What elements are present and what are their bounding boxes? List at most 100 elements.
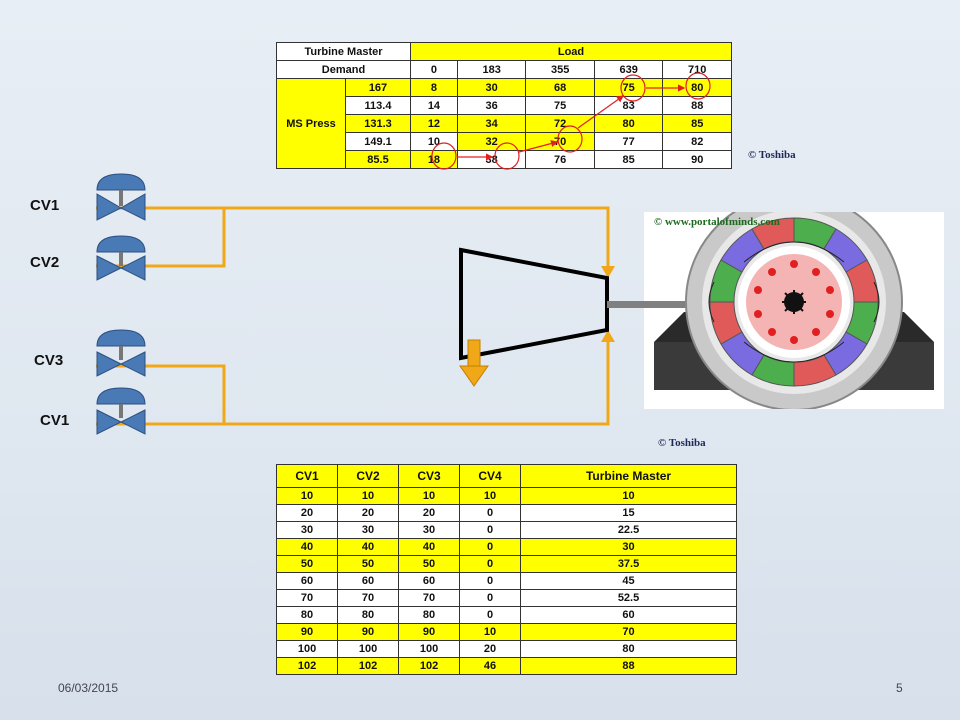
valve-cv1[interactable] xyxy=(96,173,146,221)
table-cell: 68 xyxy=(525,78,595,97)
table-cell: 15 xyxy=(520,504,737,522)
table-cell: 0 xyxy=(459,606,522,624)
load-pressure-table: Turbine Master Load Demand 0 183 355 639… xyxy=(276,42,732,169)
turbine-casing xyxy=(459,247,609,361)
press-value: 85.5 xyxy=(345,150,411,169)
header-turbine-master: Turbine Master xyxy=(276,42,411,61)
table-cell: 90 xyxy=(398,623,461,641)
generator-image: © www.portalofminds.com xyxy=(644,212,944,409)
table-cell: 60 xyxy=(275,572,339,590)
highlight-circle xyxy=(431,142,457,170)
ms-press-label: MS Press xyxy=(276,78,346,169)
load-value: 710 xyxy=(662,60,732,79)
table-cell: 30 xyxy=(520,538,737,556)
portal-copyright: © www.portalofminds.com xyxy=(654,216,780,228)
table-cell: 80 xyxy=(337,606,400,624)
highlight-circle xyxy=(557,125,583,153)
table-cell: 88 xyxy=(520,657,737,675)
table-cell: 14 xyxy=(410,96,458,115)
table-cell: 102 xyxy=(337,657,400,675)
valve-cv1-bottom[interactable] xyxy=(96,387,146,435)
table-cell: 8 xyxy=(410,78,458,97)
valve-label-cv1-bottom: CV1 xyxy=(40,412,70,429)
table-cell: 37.5 xyxy=(520,555,737,573)
column-header: CV3 xyxy=(398,464,461,488)
table-cell: 60 xyxy=(337,572,400,590)
table-cell: 52.5 xyxy=(520,589,737,607)
highlight-circle xyxy=(494,142,520,170)
table-cell: 10 xyxy=(337,487,400,505)
column-header: Turbine Master xyxy=(520,464,737,488)
table-cell: 76 xyxy=(525,150,595,169)
header-load: Load xyxy=(410,42,732,61)
column-header: CV1 xyxy=(275,464,339,488)
press-value: 149.1 xyxy=(345,132,411,151)
generator-illustration xyxy=(644,212,934,409)
footer-date: 06/03/2015 xyxy=(58,681,119,695)
table-cell: 85 xyxy=(662,114,732,133)
table-cell: 70 xyxy=(337,589,400,607)
load-value: 355 xyxy=(525,60,595,79)
valve-cv2[interactable] xyxy=(96,235,146,281)
table-cell: 18 xyxy=(410,150,458,169)
steam-pipes xyxy=(96,206,610,426)
table-cell: 0 xyxy=(459,504,522,522)
table-cell: 40 xyxy=(398,538,461,556)
table-cell: 90 xyxy=(662,150,732,169)
table-cell: 75 xyxy=(525,96,595,115)
table-cell: 20 xyxy=(459,640,522,658)
table-cell: 30 xyxy=(398,521,461,539)
page-number: 5 xyxy=(896,681,903,695)
table-cell: 80 xyxy=(398,606,461,624)
table-cell: 50 xyxy=(337,555,400,573)
valve-label-cv3: CV3 xyxy=(34,352,64,369)
table-cell: 10 xyxy=(459,623,522,641)
load-value: 183 xyxy=(456,60,527,79)
table-cell: 20 xyxy=(275,504,339,522)
table-cell: 45 xyxy=(520,572,737,590)
table-cell: 30 xyxy=(337,521,400,539)
table-cell: 102 xyxy=(398,657,461,675)
table-cell: 100 xyxy=(337,640,400,658)
table-cell: 20 xyxy=(398,504,461,522)
table-cell: 60 xyxy=(520,606,737,624)
table-cell: 100 xyxy=(398,640,461,658)
table-cell: 80 xyxy=(662,78,732,97)
table-cell: 40 xyxy=(275,538,339,556)
table-cell: 85 xyxy=(593,150,664,169)
toshiba-copyright-top: © Toshiba xyxy=(748,149,796,161)
table-cell: 46 xyxy=(459,657,522,675)
exhaust-arrow xyxy=(459,339,489,387)
column-header: CV2 xyxy=(337,464,400,488)
table-cell: 50 xyxy=(275,555,339,573)
press-value: 131.3 xyxy=(345,114,411,133)
table-cell: 70 xyxy=(275,589,339,607)
table-cell: 70 xyxy=(520,623,737,641)
table-cell: 60 xyxy=(398,572,461,590)
table-cell: 0 xyxy=(459,538,522,556)
table-cell: 70 xyxy=(398,589,461,607)
toshiba-copyright-mid: © Toshiba xyxy=(658,437,706,449)
table-cell: 100 xyxy=(275,640,339,658)
table-cell: 75 xyxy=(593,78,664,97)
valve-cv3[interactable] xyxy=(96,329,146,377)
table-cell: 30 xyxy=(275,521,339,539)
column-header: CV4 xyxy=(459,464,522,488)
highlight-circle xyxy=(685,72,711,100)
valve-label-cv2: CV2 xyxy=(30,254,60,271)
table-cell: 102 xyxy=(275,657,339,675)
press-value: 167 xyxy=(345,78,411,97)
valve-label-cv1: CV1 xyxy=(30,197,60,214)
pipe-arrowheads xyxy=(601,266,615,342)
